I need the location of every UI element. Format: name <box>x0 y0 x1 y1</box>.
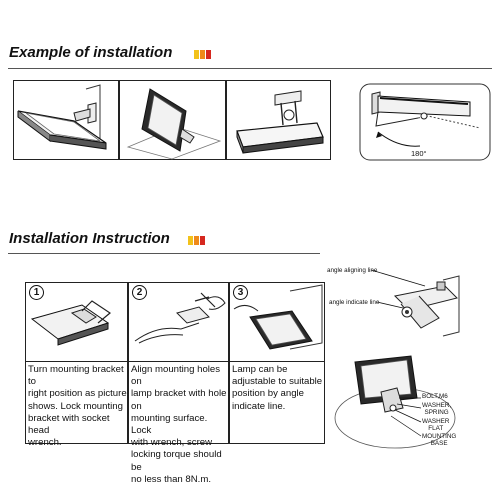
wrench-tighten-illustration <box>129 283 230 363</box>
step-2-line: mounting surface. Lock <box>131 412 208 437</box>
step-3-description: Lamp can be adjustable to suitable posit… <box>232 364 324 413</box>
step-1-line: right position as picture <box>28 388 127 400</box>
step-3-text-cell <box>229 361 325 444</box>
step-1-line: wrench. <box>28 437 62 449</box>
washer-spring-line: WASHER, <box>422 402 452 409</box>
accent-bar-red <box>200 236 205 245</box>
section-divider <box>8 253 320 254</box>
step-1-text-cell <box>25 361 128 444</box>
accent-bar-yellow <box>188 236 193 245</box>
step-1-line: bracket with socket head <box>28 412 110 437</box>
step-2-line: with wrench, screw <box>131 437 213 449</box>
step-1-line: Turn mounting bracket to <box>28 364 124 388</box>
accent-bar-yellow <box>194 50 199 59</box>
angle-indicate-line-label: angle indicate line <box>329 299 380 306</box>
rotation-angle-label: 180° <box>411 149 427 158</box>
step-2-line: Align mounting holes on <box>131 364 221 388</box>
washer-spring-label: WASHER, SPRING <box>422 402 451 416</box>
step-3-number-badge: 3 <box>233 285 248 300</box>
accent-bar-red <box>206 50 211 59</box>
step-1-description: Turn mounting bracket to right position … <box>28 364 128 449</box>
step-2-text-cell <box>128 361 229 444</box>
installation-panel-3 <box>226 80 331 160</box>
mounting-base-label: MOUNTING BASE <box>422 433 456 447</box>
bolt-label: BOLT,M6 <box>422 393 448 400</box>
washer-flat-label: WASHER FLAT <box>422 418 449 432</box>
step-3-line: position by angle <box>232 388 305 400</box>
lamp-ceiling-mounted-illustration <box>227 81 332 161</box>
accent-bar-orange <box>200 50 205 59</box>
step-2-description: Align mounting holes on lamp bracket wit… <box>131 364 229 486</box>
accent-bar-orange <box>194 236 199 245</box>
step-2-line: no less than 8N.m. <box>131 473 211 485</box>
washer-flat-line: WASHER <box>422 418 450 425</box>
step-3-line: indicate line. <box>232 400 286 412</box>
section-title-example-installation: Example of installation <box>9 44 173 61</box>
section-title-installation-instruction: Installation Instruction <box>9 230 170 247</box>
bracket-detail-drawing <box>325 258 495 458</box>
rotation-illustration: 180° <box>358 82 492 164</box>
washer-flat-line: FLAT <box>428 425 444 432</box>
section-divider <box>8 68 492 69</box>
lamp-angle-adjust-illustration <box>230 283 326 363</box>
step-1-line: shows. Lock mounting <box>28 400 123 412</box>
step-1-number-badge: 1 <box>29 285 44 300</box>
step-2-line: lamp bracket with hole on <box>131 388 227 412</box>
mounting-base-line: BASE <box>430 440 448 447</box>
lamp-wall-mounted-illustration <box>14 81 120 161</box>
mounting-base-line: MOUNTING <box>422 433 457 440</box>
rotation-frame <box>358 82 492 164</box>
bracket-detail-diagram: angle aligning line angle indicate line … <box>325 258 495 458</box>
installation-panel-2 <box>119 80 226 160</box>
washer-spring-line: SPRING <box>424 409 449 416</box>
step-2-line: locking torque should be <box>131 449 222 473</box>
installation-panel-1 <box>13 80 119 160</box>
step-3-line: Lamp can be <box>232 364 288 375</box>
step-3-line: adjustable to suitable <box>232 376 323 388</box>
lamp-bracket-rotate-illustration <box>26 283 129 363</box>
lamp-angled-illustration <box>120 81 227 161</box>
step-2-number-badge: 2 <box>132 285 147 300</box>
angle-aligning-line-label: angle aligning line <box>327 267 378 274</box>
